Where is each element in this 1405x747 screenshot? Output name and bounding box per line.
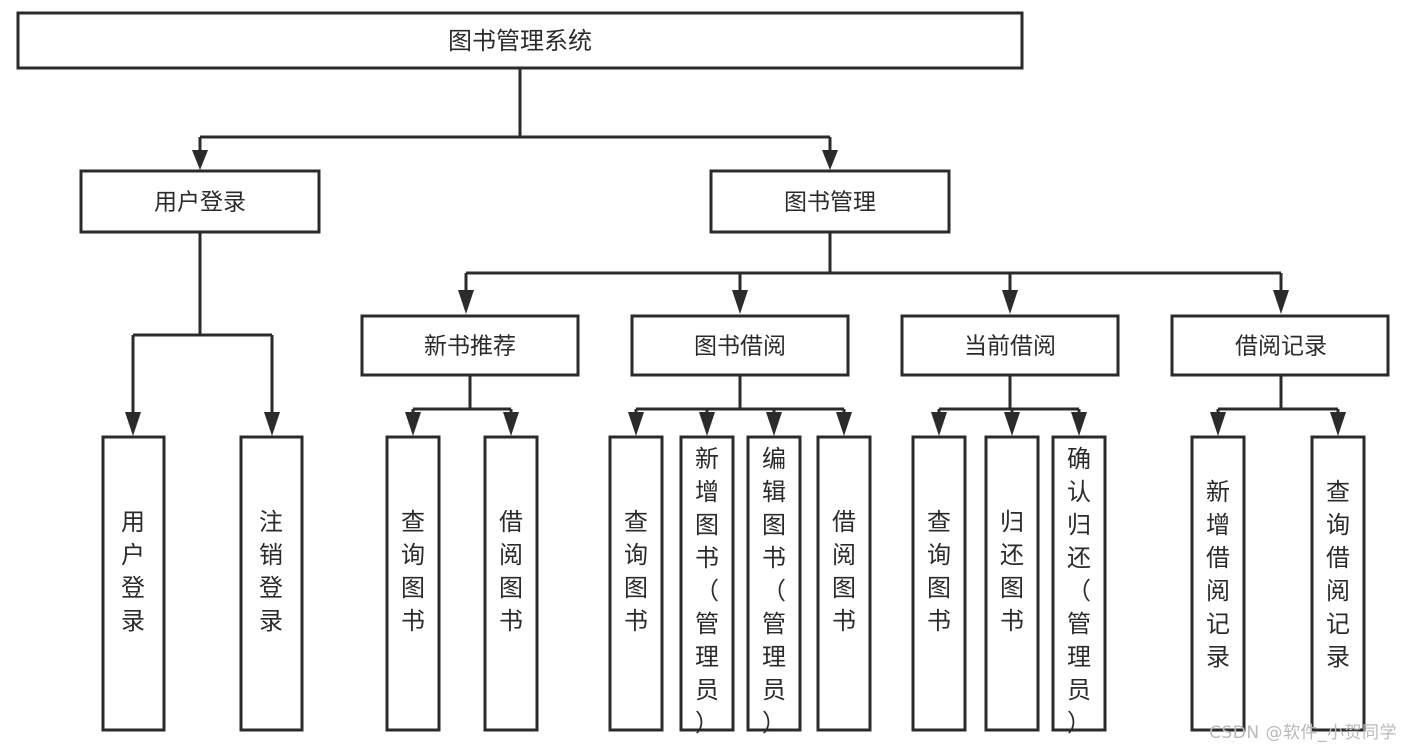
- leaf-label: 查询图书: [401, 508, 425, 635]
- current-borrow-label: 当前借阅: [964, 334, 1056, 360]
- leaf-box[interactable]: [1051, 435, 1107, 732]
- arrow-head-leaf-confirm-return: [1071, 412, 1087, 436]
- leaf-label: 编辑图书（管理员）: [762, 445, 786, 737]
- arrow-head-book-borrow: [732, 290, 748, 314]
- node-borrow-record[interactable]: 借阅记录: [1170, 314, 1390, 377]
- leaf-box[interactable]: [1190, 435, 1246, 732]
- leaf-label: 注销登录: [259, 508, 283, 635]
- user-login-label: 用户登录: [154, 190, 246, 216]
- leaf-label: 新增图书（管理员）: [695, 445, 719, 737]
- leaf-label: 查询借阅记录: [1326, 478, 1350, 671]
- book-management-box[interactable]: [709, 169, 951, 234]
- leaf-node[interactable]: 注销登录: [239, 435, 304, 732]
- new-book-recommend-label: 新书推荐: [424, 334, 516, 360]
- leaf-box[interactable]: [911, 435, 967, 732]
- root-label: 图书管理系统: [448, 27, 592, 55]
- leaf-label: 查询图书: [927, 508, 951, 635]
- arrow-head-user-login: [192, 150, 208, 170]
- leaf-node[interactable]: 查询图书: [385, 435, 441, 732]
- leaf-label: 借阅图书: [832, 508, 856, 635]
- node-book-management[interactable]: 图书管理: [709, 169, 951, 234]
- root-box[interactable]: [16, 11, 1024, 70]
- arrow-head-leaf-logout: [264, 412, 280, 436]
- leaf-node[interactable]: 查询图书: [911, 435, 967, 732]
- leaf-label: 借阅图书: [499, 508, 523, 635]
- leaf-box[interactable]: [816, 435, 872, 732]
- node-book-borrow[interactable]: 图书借阅: [630, 314, 850, 377]
- leaf-box[interactable]: [385, 435, 441, 732]
- arrow-head-leaf-query-book-2: [628, 412, 644, 436]
- leaf-box[interactable]: [608, 435, 664, 732]
- arrow-head-leaf-borrow-book-1: [503, 412, 519, 436]
- arrow-head-current-borrow: [1002, 290, 1018, 314]
- node-new-book-recommend[interactable]: 新书推荐: [360, 314, 580, 377]
- node-current-borrow[interactable]: 当前借阅: [900, 314, 1120, 377]
- leaf-box[interactable]: [679, 435, 735, 732]
- leaf-node[interactable]: 借阅图书: [483, 435, 539, 732]
- leaf-box[interactable]: [1310, 435, 1366, 732]
- leaf-label: 用户登录: [121, 508, 145, 635]
- borrow-record-label: 借阅记录: [1235, 334, 1327, 360]
- arrow-head-book-mgmt: [822, 150, 838, 170]
- leaf-box[interactable]: [101, 435, 166, 732]
- leaf-label: 确认归还（管理员）: [1067, 445, 1091, 737]
- arrow-head-leaf-borrow-book-2: [836, 412, 852, 436]
- leaf-node[interactable]: 借阅图书: [816, 435, 872, 732]
- node-user-login[interactable]: 用户登录: [79, 169, 321, 234]
- book-borrow-box[interactable]: [630, 314, 850, 377]
- arrow-head-leaf-query-book-1: [405, 412, 421, 436]
- borrow-record-box[interactable]: [1170, 314, 1390, 377]
- leaf-node[interactable]: 确认归还（管理员）: [1051, 435, 1107, 737]
- leaf-label: 归还图书: [1000, 508, 1024, 635]
- leaf-label: 查询图书: [624, 508, 648, 635]
- leaf-node[interactable]: 用户登录: [101, 435, 166, 732]
- leaf-node[interactable]: 新增借阅记录: [1190, 435, 1246, 732]
- leaf-node[interactable]: 查询图书: [608, 435, 664, 732]
- leaf-label: 新增借阅记录: [1206, 478, 1230, 671]
- new-book-recommend-box[interactable]: [360, 314, 580, 377]
- connector-layer: [125, 68, 1346, 436]
- arrow-head-borrow-record: [1273, 290, 1289, 314]
- leaf-box[interactable]: [746, 435, 802, 732]
- leaf-node[interactable]: 归还图书: [984, 435, 1040, 732]
- book-borrow-label: 图书借阅: [694, 334, 786, 360]
- leaf-layer: 用户登录 注销登录 查询图书 借阅图书 查询图书 新增图书（管理员）: [101, 435, 1366, 737]
- leaf-node[interactable]: 新增图书（管理员）: [679, 435, 735, 737]
- arrow-head-leaf-return-book: [1004, 412, 1020, 436]
- book-management-label: 图书管理: [784, 190, 876, 216]
- leaf-node[interactable]: 查询借阅记录: [1310, 435, 1366, 732]
- csdn-watermark: CSDN @软件_小贺同学: [1209, 723, 1397, 743]
- arrow-head-leaf-add-book: [699, 412, 715, 436]
- leaf-box[interactable]: [984, 435, 1040, 732]
- leaf-box[interactable]: [483, 435, 539, 732]
- arrow-head-leaf-edit-book: [766, 412, 782, 436]
- arrow-head-leaf-user-login: [125, 412, 141, 436]
- current-borrow-box[interactable]: [900, 314, 1120, 377]
- node-root-system[interactable]: 图书管理系统: [16, 11, 1024, 70]
- arrow-head-new-book: [458, 290, 474, 314]
- user-login-box[interactable]: [79, 169, 321, 234]
- arrow-head-leaf-query-book-3: [931, 412, 947, 436]
- arrow-head-leaf-add-record: [1210, 412, 1226, 436]
- leaf-box[interactable]: [239, 435, 304, 732]
- leaf-node[interactable]: 编辑图书（管理员）: [746, 435, 802, 737]
- arrow-head-leaf-query-record: [1330, 412, 1346, 436]
